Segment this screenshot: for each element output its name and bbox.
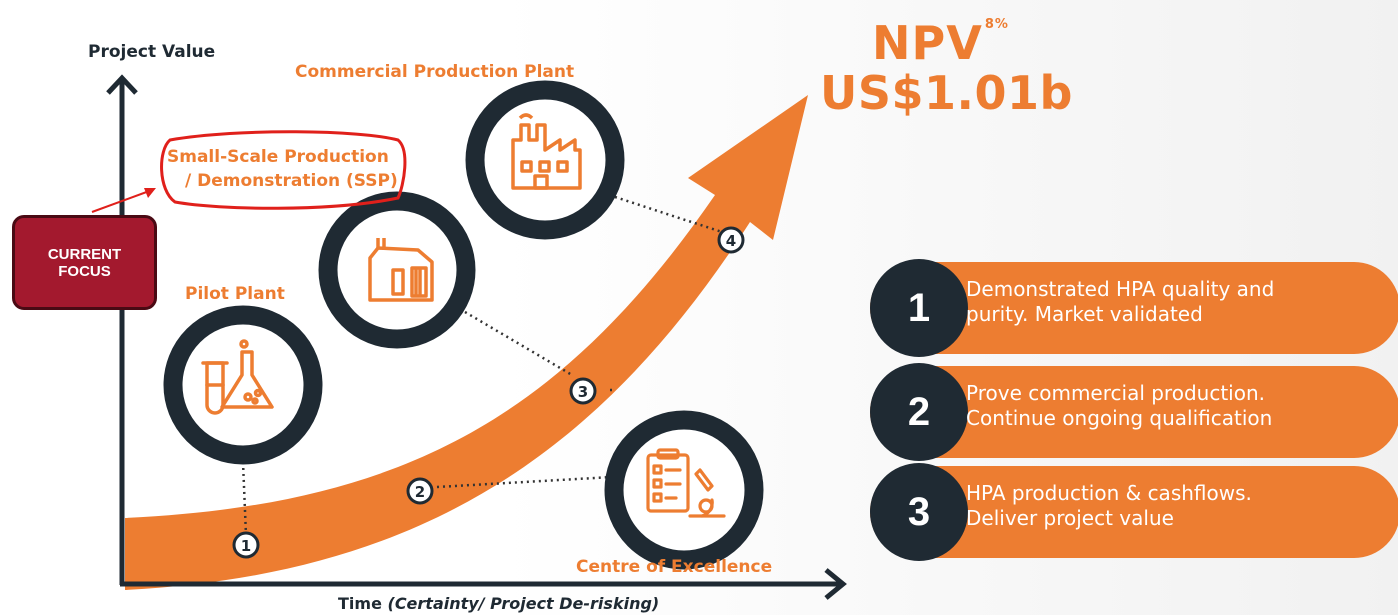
pilot-plant-label: Pilot Plant (185, 284, 285, 304)
focus-pointer-arrow (91, 188, 156, 213)
connector-3 (464, 310, 573, 377)
marker-3 (569, 377, 597, 405)
milestone-number-2: 2 (870, 363, 968, 461)
x-axis (120, 568, 847, 600)
npv-superscript: 8% (984, 17, 1009, 32)
milestone-2-line1: Prove commercial production. (966, 381, 1265, 405)
x-axis-label: Time (Certainty/ Project De-risking) (338, 594, 659, 613)
y-axis-label: Project Value (88, 42, 216, 62)
focus-line1: CURRENT (47, 245, 122, 263)
current-focus-badge: CURRENT FOCUS (12, 215, 157, 310)
milestone-text-3: HPA production & cashflows. Deliver proj… (966, 481, 1386, 531)
lab-flask-icon (201, 339, 274, 415)
coe-label: Centre of Excellence (576, 557, 773, 577)
coe-ring (604, 410, 764, 570)
marker-circles (232, 226, 745, 559)
ssp-label-line2: / Demonstration (SSP) (185, 171, 398, 191)
marker-4-number: 4 (726, 232, 736, 250)
npv-value: US$1.01b (820, 66, 1073, 120)
milestone-text-1: Demonstrated HPA quality and purity. Mar… (966, 277, 1386, 327)
connector-4 (614, 195, 723, 234)
commercial-ring (465, 80, 625, 240)
factory-icon (511, 113, 582, 190)
marker-1 (232, 531, 260, 559)
x-axis-label-italic: (Certainty/ Project De-risking) (387, 594, 660, 613)
marker-3-number: 3 (578, 383, 588, 401)
milestone-number-1: 1 (870, 259, 968, 357)
growth-arrow (125, 95, 808, 590)
warehouse-icon (368, 238, 434, 302)
x-axis-label-main: Time (338, 594, 388, 613)
marker-numbers: 1 2 3 4 (241, 232, 736, 555)
milestone-pill-3: 3 HPA production & cashflows. Deliver pr… (870, 463, 1398, 561)
npv-label: NPV (872, 16, 983, 70)
marker-2 (406, 477, 434, 505)
ssp-highlight-ring (160, 130, 407, 210)
checklist-microscope-icon (646, 448, 726, 518)
marker-4 (717, 226, 745, 254)
milestone-text-2: Prove commercial production. Continue on… (966, 381, 1386, 431)
marker-1-number: 1 (241, 537, 251, 555)
focus-line2: FOCUS (58, 262, 111, 280)
milestone-number-3: 3 (870, 463, 968, 561)
ssp-label-line1: Small-Scale Production (167, 147, 389, 167)
pilot-ring (163, 305, 323, 465)
y-axis (106, 74, 138, 585)
dotted-connectors (241, 195, 723, 536)
milestone-pill-2: 2 Prove commercial production. Continue … (870, 363, 1398, 461)
milestone-2-line2: Continue ongoing qualification (966, 406, 1273, 430)
milestone-pill-1: 1 Demonstrated HPA quality and purity. M… (870, 259, 1398, 357)
connector-1 (241, 461, 248, 536)
milestone-1-line1: Demonstrated HPA quality and (966, 277, 1275, 301)
milestone-1-line2: purity. Market validated (966, 302, 1203, 326)
milestone-3-line2: Deliver project value (966, 506, 1174, 530)
commercial-plant-label: Commercial Production Plant (295, 62, 575, 82)
milestone-3-line1: HPA production & cashflows. (966, 481, 1252, 505)
marker-2-number: 2 (415, 483, 425, 501)
